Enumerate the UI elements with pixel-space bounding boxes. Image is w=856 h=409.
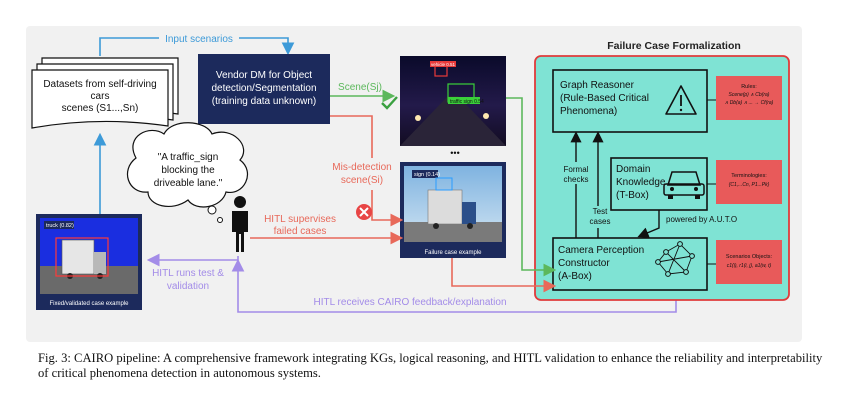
datasets-label-2: cars [91,91,110,102]
cross-icon [356,204,372,220]
datasets-label-1: Datasets from self-driving [43,79,156,90]
scene-sj-label: Scene(Sj) [338,82,382,93]
scene-to-camera-arrow [506,97,557,277]
scenario-objects-label-2: c1(i), r1(i, j), a1(w, t) [727,263,772,269]
camera-label-3: (A-Box) [558,271,592,282]
hitl-receives-arrow [231,258,677,313]
graph-reasoner-label-1: Graph Reasoner [560,80,635,91]
det-label-b: traffic sign 0.54 [450,99,484,105]
car-icon [663,171,705,199]
powered-by-label: powered by A.U.T.O [666,215,737,224]
detection-night-image: traffic sign 0.54 vehicle 0.51 [400,56,506,146]
thought-label-2: blocking the [161,165,215,176]
misdetection-label-2: scene(Si) [341,175,383,186]
network-icon [655,241,695,277]
vendor-label-3: (training data unknown) [212,96,317,107]
rules-label-3: ∧ Db(a) ∧ ... → Cf(ra) [725,100,774,106]
thought-cloud [126,122,249,223]
scenario-objects-label-1: Scenarios Objects: [726,254,773,260]
terminologies-label-2: {C1,...Cn, P1...Pk} [729,182,770,188]
terminologies-label-1: Terminologies: [731,173,767,179]
hitl-receives-label: HITL receives CAIRO feedback/explanation [313,297,506,308]
powered-by-arrow [637,210,660,238]
domain-knowledge-label-2: Knowledge [616,177,666,188]
rules-label-1: Rules: [741,84,757,90]
domain-knowledge-label-1: Domain [616,164,650,175]
check-icon [381,96,398,110]
rules-note [716,76,782,120]
hitl-supervises-label-1: HITL supervises [264,214,336,225]
input-scenarios-label: Input scenarios [165,34,233,45]
datasets-label-3: scenes (S1...,Sn) [62,103,139,114]
hitl-runs-label-1: HITL runs test & [152,268,224,279]
vendor-dm-box [198,54,330,124]
formal-checks-label-1: Formal [564,165,589,174]
vendor-label-2: detection/Segmentation [211,83,316,94]
formal-checks-label-2: checks [564,175,589,184]
fixed-tag: truck (0.82) [46,223,74,229]
camera-label-2: Constructor [558,258,610,269]
vendor-label-1: Vendor DM for Object [216,70,312,81]
fixed-caption: Fixed/validated case example [49,301,129,307]
camera-label-1: Camera Perception [558,245,644,256]
domain-knowledge-label-3: (T-Box) [616,190,649,201]
failure-caption: Failure case example [424,250,482,256]
terminologies-note [716,160,782,204]
failure-tag: sign (0.14) [414,172,440,178]
test-cases-label-1: Test [593,207,608,216]
datasets-stack [31,57,179,129]
hitl-supervises-label-2: failed cases [274,226,327,237]
scenario-objects-note [716,240,782,284]
det-label-a: vehicle 0.51 [431,62,456,67]
figure-caption: Fig. 3: CAIRO pipeline: A comprehensive … [38,351,823,380]
thought-label-3: driveable lane." [154,178,223,189]
failure-formalization-title: Failure Case Formalization [607,40,741,52]
graph-reasoner-label-2: (Rule-Based Critical [560,93,649,104]
ellipsis: ••• [450,148,459,158]
person-icon [232,196,248,252]
failure-case-image: sign (0.14) [400,162,506,258]
misdetection-label-1: Mis-detection [332,162,391,173]
failure-to-camera-arrow [451,258,557,293]
test-cases-label-2: cases [590,217,611,226]
thought-label-1: "A traffic_sign [158,152,219,163]
fixed-case-image: truck (0.82) [36,214,142,310]
warning-icon [665,85,697,115]
rules-label-2: Scene(p) ∧ Cb(ra) [729,92,770,98]
hitl-runs-label-2: validation [167,281,209,292]
graph-reasoner-label-3: Phenomena) [560,106,617,117]
